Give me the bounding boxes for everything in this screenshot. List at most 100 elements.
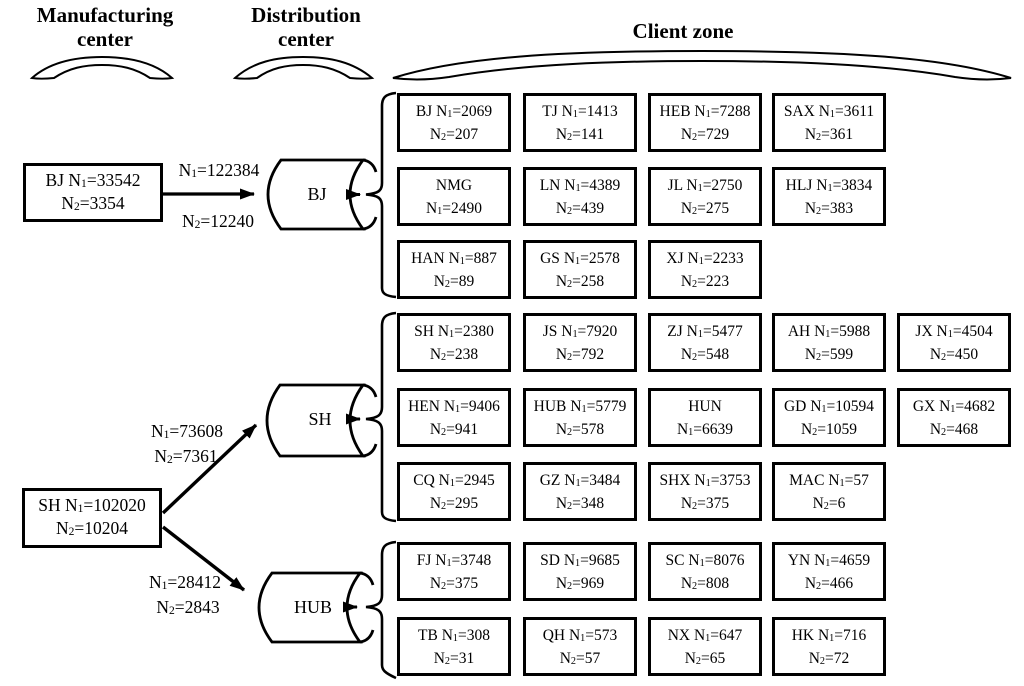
client-zone-box-line2: N2=141 [555, 126, 605, 144]
client-zone-header-brace [392, 49, 1012, 81]
client-zone-header: Client zone [632, 19, 734, 43]
client-zone-box-line2: N2=295 [429, 495, 479, 513]
client-zone-box-line2: N2=1059 [800, 421, 858, 439]
client-zone-box-line2: N2=65 [684, 650, 726, 668]
manufacturing-box-sh-line2: N2=10204 [55, 518, 129, 539]
bj-flow-n1-label: N1=122384 [178, 160, 260, 181]
manufacturing-box-sh: SH N1=102020 N2=10204 [22, 488, 162, 548]
manufacturing-box-sh-line1: SH N1=102020 [38, 495, 146, 516]
client-zone-box-line2: N1=6639 [676, 421, 734, 439]
manufacturing-box-bj-line2: N2=3354 [61, 193, 125, 214]
client-zone-box-line1: HAN N1=887 [411, 250, 497, 268]
distribution-header-brace [232, 55, 375, 80]
client-zone-box-line1: AH N1=5988 [787, 323, 871, 341]
manufacturing-center-header: Manufacturing center [36, 3, 174, 51]
client-zone-box-line1: SD N1=9685 [540, 552, 620, 570]
client-zone-box-line1: GX N1=4682 [912, 398, 996, 416]
client-zone-box-line1: HUN [688, 398, 722, 415]
client-zone-box-line2: N2=578 [555, 421, 605, 439]
client-zone-box-line2: N2=89 [433, 273, 475, 291]
client-zone-box-line1: JX N1=4504 [915, 323, 993, 341]
client-zone-box-line1: HK N1=716 [791, 627, 867, 645]
client-zone-box-line1: FJ N1=3748 [416, 552, 492, 570]
hub-flow-n1-label: N1=28412 [148, 572, 222, 593]
client-zone-box-line1: TB N1=308 [418, 627, 490, 645]
client-zone-box-line1: TJ N1=1413 [542, 103, 618, 121]
client-zone-box-line1: GS N1=2578 [540, 250, 620, 268]
manufacturing-box-bj-line1: BJ N1=33542 [45, 170, 141, 191]
client-zone-box-line2: N2=258 [555, 273, 605, 291]
client-zone-box-line1: HLJ N1=3834 [785, 177, 873, 195]
client-zone-box-line2: N2=792 [555, 346, 605, 364]
client-zone-box-line2: N2=450 [929, 346, 979, 364]
hub-distribution-cylinder [257, 571, 375, 644]
client-zone-box-line1: SC N1=8076 [665, 552, 745, 570]
client-zone-box-line2: N2=548 [680, 346, 730, 364]
client-zone-box-line1: SAX N1=3611 [783, 103, 875, 121]
client-zone-box-line2: N2=223 [680, 273, 730, 291]
bj-flow-n2-label: N2=12240 [181, 211, 255, 232]
client-zone-box-line1: HEB N1=7288 [659, 103, 751, 121]
sh-distribution-cylinder [265, 383, 378, 458]
client-zone-box-line2: N2=361 [804, 126, 854, 144]
manufacturing-header-brace [29, 55, 175, 80]
client-zone-box-line1: QH N1=573 [542, 627, 618, 645]
client-zone-box-line2: N2=439 [555, 200, 605, 218]
client-zone-box-line2: N2=729 [680, 126, 730, 144]
client-zone-box: HUN N1=6639 [648, 388, 762, 447]
client-zone-box-line1: NMG [435, 177, 473, 194]
bj-client-group-brace [365, 91, 397, 299]
client-zone-box-line2: N2=57 [559, 650, 601, 668]
client-zone-box-line2: N2=941 [429, 421, 479, 439]
distribution-center-sh-label: SH [308, 409, 332, 429]
client-zone-box-line1: GZ N1=3484 [539, 472, 621, 490]
client-zone-box-line1: JL N1=2750 [667, 177, 743, 195]
client-zone-box-line2: N2=969 [555, 575, 605, 593]
client-zone-box-line2: N2=6 [812, 495, 846, 513]
bj-distribution-cylinder [266, 158, 378, 231]
client-zone-box-line1: ZJ N1=5477 [667, 323, 743, 341]
client-zone-box-line1: HEN N1=9406 [408, 398, 500, 416]
sh-client-group-brace [365, 311, 397, 523]
client-zone-box-line2: N2=238 [429, 346, 479, 364]
client-zone-box-line1: JS N1=7920 [542, 323, 618, 341]
client-zone-box-line1: CQ N1=2945 [413, 472, 495, 490]
client-zone-box-line2: N2=72 [808, 650, 850, 668]
client-zone-box-line1: XJ N1=2233 [666, 250, 744, 268]
client-zone-box-line1: LN N1=4389 [539, 177, 621, 195]
client-zone-box-line2: N2=466 [804, 575, 854, 593]
manufacturing-box-bj: BJ N1=33542 N2=3354 [23, 163, 163, 222]
client-zone-box-line1: HUB N1=5779 [533, 398, 627, 416]
client-zone-box-line2: N2=207 [429, 126, 479, 144]
client-zone-box-line2: N2=375 [680, 495, 730, 513]
client-zone-box-line2: N2=275 [680, 200, 730, 218]
